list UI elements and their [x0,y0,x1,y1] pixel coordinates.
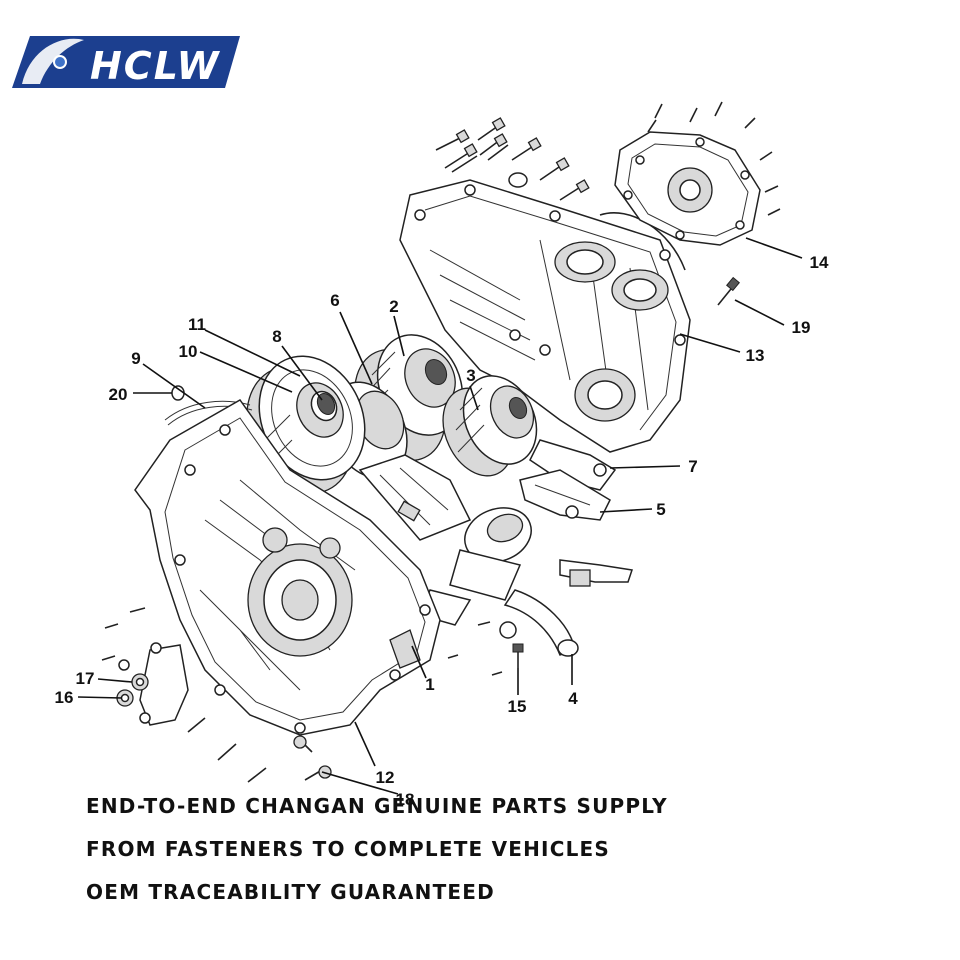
callout-6: 6 [330,291,339,310]
logo-text: HCLW [90,44,221,88]
callout-8: 8 [272,327,281,346]
part-16-17-mount-bracket [101,607,189,726]
tagline-block: END-TO-END CHANGAN GENUINE PARTS SUPPLY … [86,794,866,923]
logo-dot-icon [53,55,67,69]
leader-lines [77,237,803,795]
part-13-main-housing [399,179,691,453]
part-7-bracket [529,439,617,491]
part-14-cover-plate [614,131,761,246]
tagline-line-1: END-TO-END CHANGAN GENUINE PARTS SUPPLY [86,794,668,818]
callout-13: 13 [746,346,765,365]
part-19-screw [717,276,740,306]
callout-17: 17 [76,669,95,688]
callout-2: 2 [389,297,398,316]
callout-14: 14 [810,253,829,272]
hclw-logo: HCLW [12,36,240,88]
callout-12: 12 [376,768,395,787]
tagline-line-2: FROM FASTENERS TO COMPLETE VEHICLES [86,837,610,861]
housing-bolts [435,117,590,201]
callout-4: 4 [568,689,578,708]
lower-housing-bolts [187,717,332,783]
logo-badge [12,36,240,88]
callout-labels: 1 2 3 4 5 6 7 8 9 10 11 12 13 14 15 16 1… [55,253,829,809]
part-5-support-arm [519,469,611,521]
callout-11: 11 [188,315,206,334]
callout-15: 15 [508,697,527,716]
callout-10: 10 [179,342,198,361]
callout-18: 18 [396,790,415,809]
callout-9: 9 [131,349,140,368]
callout-1: 1 [425,675,434,694]
part-3-pulley [442,375,538,477]
callout-5: 5 [656,500,665,519]
cover-plate-bolts [647,101,781,216]
callout-20: 20 [109,385,128,404]
part-2-pulley [354,334,464,462]
callout-19: 19 [792,318,811,337]
part-4-shift-assembly [418,507,633,657]
part-15-bolt [447,621,524,676]
part-1-clutch-housing [134,399,441,736]
callout-3: 3 [466,366,475,385]
logo-swoosh-icon [22,38,84,84]
callout-16: 16 [55,688,74,707]
tagline-line-3: OEM TRACEABILITY GUARANTEED [86,880,495,904]
callout-7: 7 [688,457,697,476]
